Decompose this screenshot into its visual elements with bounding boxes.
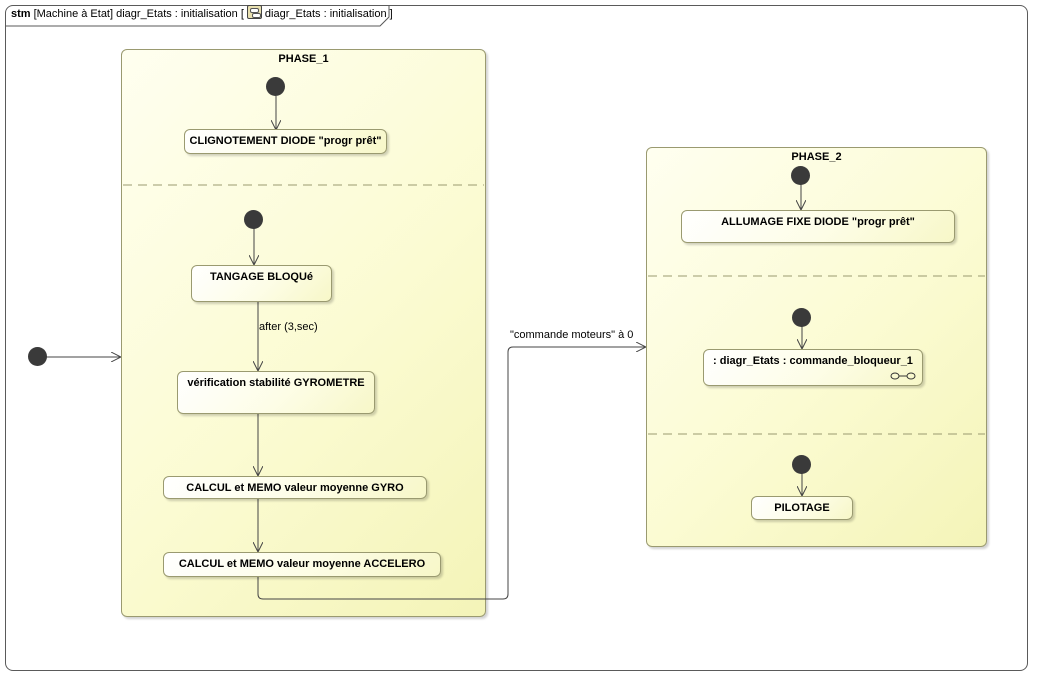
state-tangage-bloque[interactable]: TANGAGE BLOQUé xyxy=(191,265,332,302)
state-allumage-fixe-diode[interactable]: ALLUMAGE FIXE DIODE "progr prêt" xyxy=(681,210,955,243)
transition-accelero-phase2 xyxy=(257,347,646,600)
state-calcul-accelero[interactable]: CALCUL et MEMO valeur moyenne ACCELERO xyxy=(163,552,441,577)
initial-pseudostate-icon[interactable] xyxy=(28,347,47,366)
transition-after-label: after (3,sec) xyxy=(259,321,318,333)
frame-header-close: ] xyxy=(389,8,393,20)
frame-keyword: stm xyxy=(11,8,31,20)
state-calcul-accelero-label: CALCUL et MEMO valeur moyenne ACCELERO xyxy=(178,558,426,570)
initial-pseudostate-icon[interactable] xyxy=(791,166,810,185)
state-clignotement-label: CLIGNOTEMENT DIODE "progr prêt" xyxy=(189,135,382,147)
state-clignotement-diode[interactable]: CLIGNOTEMENT DIODE "progr prêt" xyxy=(184,129,387,154)
state-tangage-label: TANGAGE BLOQUé xyxy=(209,271,314,283)
state-submachine-commande-bloqueur[interactable]: : diagr_Etats : commande_bloqueur_1 xyxy=(703,349,923,386)
state-allumage-label: ALLUMAGE FIXE DIODE "progr prêt" xyxy=(721,216,915,228)
phase2-title: PHASE_2 xyxy=(791,151,842,163)
initial-pseudostate-icon[interactable] xyxy=(266,77,285,96)
state-calcul-gyro[interactable]: CALCUL et MEMO valeur moyenne GYRO xyxy=(163,476,427,499)
initial-pseudostate-icon[interactable] xyxy=(244,210,263,229)
state-pilotage-label: PILOTAGE xyxy=(774,502,830,514)
transition-commande-moteurs-label: "commande moteurs" à 0 xyxy=(510,329,634,341)
state-calcul-gyro-label: CALCUL et MEMO valeur moyenne GYRO xyxy=(186,482,404,494)
state-pilotage[interactable]: PILOTAGE xyxy=(751,496,853,520)
frame-header: stm[Machine à Etat] diagr_Etats : initia… xyxy=(5,5,393,26)
frame-header-ref: diagr_Etats : initialisation xyxy=(264,8,387,20)
state-verification-gyrometre[interactable]: vérification stabilité GYROMETRE xyxy=(177,371,375,414)
stm-frame xyxy=(5,5,1028,671)
frame-header-text: [Machine à Etat] diagr_Etats : initialis… xyxy=(33,8,244,20)
submachine-link-icon xyxy=(890,372,916,380)
state-submachine-label: : diagr_Etats : commande_bloqueur_1 xyxy=(713,355,913,367)
phase1-title: PHASE_1 xyxy=(278,53,329,65)
initial-pseudostate-icon[interactable] xyxy=(792,455,811,474)
initial-pseudostate-icon[interactable] xyxy=(792,308,811,327)
state-verification-label: vérification stabilité GYROMETRE xyxy=(187,377,365,389)
composite-state-icon xyxy=(246,5,262,19)
